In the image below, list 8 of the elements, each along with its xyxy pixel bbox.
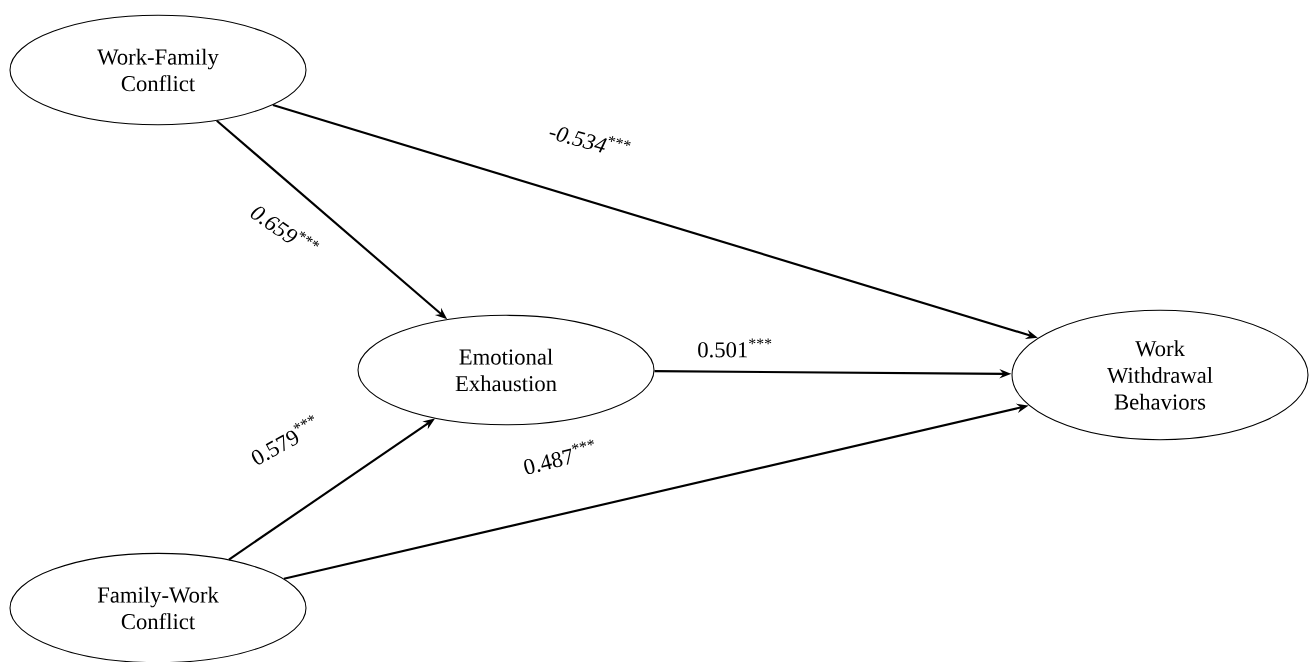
- edge-label: 0.501$^{***}$: [698, 338, 772, 358]
- edge-label: 0.659$^{***}$: [250, 206, 320, 247]
- edge-label: 0.579$^{***}$: [251, 415, 314, 465]
- oval-node: Emotional Exhaustion: [357, 314, 655, 426]
- edge-label: -0.534$^{***}$: [549, 127, 631, 153]
- oval-node: Work-Family Conflict: [9, 14, 307, 126]
- oval-node: Work Withdrawal Behaviors: [1011, 309, 1309, 441]
- edge-label: 0.487$^{***}$: [524, 439, 594, 475]
